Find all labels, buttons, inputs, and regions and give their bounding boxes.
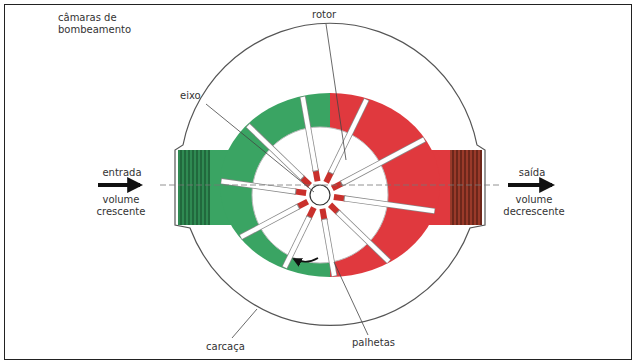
pumping-chamber: [215, 90, 445, 280]
vane-edge: [248, 125, 303, 178]
flow-note: volume crescente: [88, 194, 154, 218]
part-label: câmaras de bombeamento: [58, 12, 136, 36]
vane: [248, 126, 302, 178]
shaft: [310, 185, 330, 205]
part-label: eixo: [180, 90, 210, 102]
frame: [5, 5, 632, 360]
center-line: [160, 185, 500, 186]
vane: [324, 220, 334, 276]
part-label: palhetas: [352, 337, 408, 349]
vane: [338, 212, 389, 261]
vane-edge: [337, 212, 389, 262]
vane: [303, 97, 316, 170]
rotation-arrow: [294, 258, 318, 262]
outlet-arrow: [508, 183, 552, 187]
vane-edge: [341, 139, 424, 183]
leader-lines: [206, 24, 368, 338]
rotor-group: [221, 97, 435, 277]
vane-edge: [303, 97, 316, 172]
inlet-port: [178, 150, 212, 225]
vane-edge: [344, 198, 435, 211]
inlet-arrow: [98, 183, 140, 187]
vane: [342, 140, 424, 184]
part-label: carcaça: [206, 341, 256, 353]
flow-note: volume decrescente: [496, 194, 572, 218]
vane: [345, 198, 435, 211]
flow-label: entrada: [92, 167, 152, 179]
vane-edge: [331, 99, 367, 173]
pump-housing: [175, 23, 485, 325]
vane: [331, 100, 367, 173]
flow-label: saída: [504, 167, 560, 179]
vane-edge: [324, 219, 334, 277]
vane: [241, 207, 298, 237]
outlet-port: [448, 150, 482, 225]
vane-edge: [241, 206, 299, 237]
vane: [221, 181, 295, 191]
part-label: rotor: [312, 9, 352, 21]
vane-edge: [221, 181, 296, 192]
